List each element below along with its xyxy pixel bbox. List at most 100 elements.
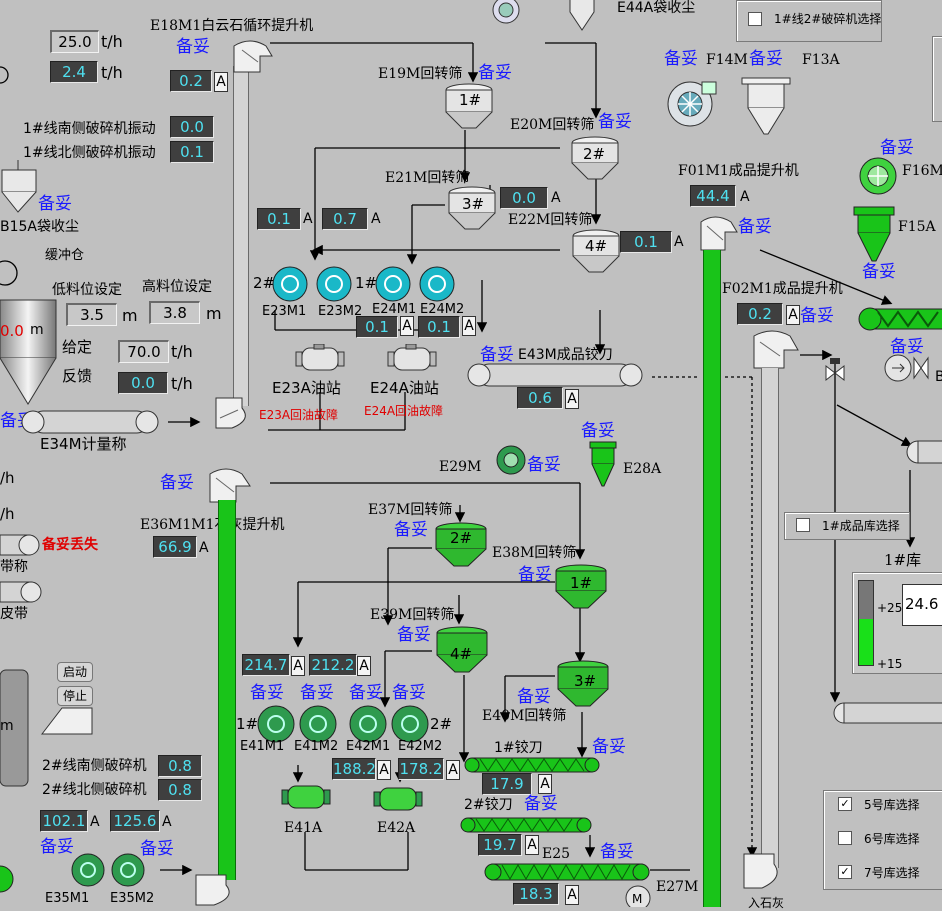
centrifugal-fan-icon[interactable]	[856, 156, 900, 198]
f14m-ready-1: 备妥	[664, 49, 698, 69]
e43m-current-unit: A	[565, 389, 579, 409]
given-input[interactable]: 70.0	[118, 340, 169, 363]
e36-elevator-shaft	[218, 500, 236, 880]
f02m1-ready: 备妥	[800, 306, 834, 326]
oil-station-tank-icon[interactable]	[280, 782, 332, 812]
crusher2-south-label: 2#线南侧破碎机	[42, 758, 147, 774]
valve-icon[interactable]	[824, 358, 846, 384]
screen-b4-label: 4#	[450, 645, 473, 663]
elevator-foot-icon[interactable]	[192, 873, 240, 907]
lib5-checkbox[interactable]: ✓	[838, 797, 852, 811]
oil-station-tank-icon[interactable]	[386, 344, 438, 376]
lib5-checkbox-label: 5号库选择	[864, 798, 920, 812]
centrifugal-fan-icon[interactable]	[490, 0, 526, 26]
bag-dust-collector-icon[interactable]	[0, 160, 42, 218]
e19m-ready: 备妥	[478, 63, 512, 83]
buffer-level-value: 0.0	[0, 322, 24, 340]
rotary-screen-hopper-icon[interactable]	[447, 185, 497, 231]
rotary-screen-hopper-icon[interactable]	[570, 135, 620, 183]
feeder-hopper-icon[interactable]	[40, 706, 94, 736]
auger2-ready: 备妥	[524, 794, 558, 814]
f01m1-label: F01M1成品提升机	[678, 163, 799, 179]
bag-dust-collector-icon[interactable]	[740, 76, 794, 140]
stop-button[interactable]: 停止	[57, 686, 93, 706]
oil-station-tank-icon[interactable]	[372, 784, 424, 814]
start-button[interactable]: 启动	[57, 662, 93, 682]
belt-conveyor-icon[interactable]	[466, 362, 644, 390]
crusher-roll-icon[interactable]	[272, 265, 372, 303]
e42-no2-label: 2#	[430, 715, 453, 733]
bag-dust-collector-icon[interactable]	[852, 205, 898, 265]
e29m-label: E29M	[439, 459, 482, 475]
e24m1-current-unit: A	[400, 316, 414, 336]
elevator-head-icon[interactable]	[230, 38, 275, 74]
lib7-checkbox[interactable]: ✓	[838, 865, 852, 879]
rotary-screen-hopper-icon[interactable]	[444, 82, 494, 132]
belt-conveyor-icon[interactable]	[904, 440, 942, 466]
crusher-roll-icon[interactable]	[70, 852, 150, 888]
rotary-screen-hopper-icon[interactable]	[571, 228, 621, 276]
lib1-title: 1#库	[884, 551, 922, 569]
f15a-ready: 备妥	[862, 262, 896, 282]
lib6-checkbox-label: 6号库选择	[864, 832, 920, 846]
belt-conveyor-icon[interactable]	[0, 533, 42, 559]
centrifugal-fan-icon[interactable]	[494, 444, 530, 476]
e22m-current-unit: A	[674, 234, 684, 250]
f16m-label: F16M	[902, 163, 942, 179]
centrifugal-fan-icon[interactable]	[666, 78, 718, 130]
motor-icon[interactable]: M	[624, 884, 654, 907]
line2-crusher-checkbox[interactable]	[748, 12, 762, 26]
elevator-foot-icon[interactable]	[212, 396, 257, 430]
auger2-current: 19.7	[478, 834, 522, 856]
high-level-input[interactable]: 3.8	[149, 301, 200, 324]
elevator-foot-icon[interactable]	[740, 852, 788, 892]
screw-conveyor-icon[interactable]	[464, 756, 600, 774]
e22m-label: E22M回转筛	[508, 212, 593, 228]
belt-conveyor-icon[interactable]	[20, 409, 160, 437]
crusher-roll-icon[interactable]	[348, 704, 432, 744]
valve-icon[interactable]	[884, 352, 942, 386]
current-box-1-unit: A	[303, 211, 313, 227]
lib1-level-box	[902, 584, 942, 626]
belt-conveyor-icon[interactable]	[0, 580, 44, 606]
e35m1-current: 102.1	[40, 810, 88, 832]
elevator-head-icon[interactable]	[750, 326, 802, 370]
top-value-2-unit: t/h	[101, 63, 123, 82]
e20m-ready: 备妥	[598, 112, 632, 132]
crusher-roll-icon[interactable]	[256, 704, 340, 744]
rotary-screen-hopper-icon[interactable]	[556, 660, 610, 710]
e35m1-label: E35M1	[45, 891, 90, 906]
e34m-label: E34M计量称	[40, 435, 127, 453]
belt-conveyor-icon[interactable]	[832, 700, 942, 726]
low-level-input[interactable]: 3.5	[66, 303, 117, 326]
bag-dust-collector-icon[interactable]	[568, 0, 600, 34]
e23a-label: E23A油站	[272, 379, 341, 397]
e42a-label: E42A	[377, 820, 416, 836]
elevator-head-icon[interactable]	[206, 464, 254, 504]
auger1-current-unit: A	[538, 774, 552, 794]
rotary-screen-hopper-icon[interactable]	[434, 522, 488, 570]
crusher-roll-icon[interactable]	[375, 265, 475, 303]
elevator-head-icon[interactable]	[697, 212, 739, 252]
top-setpoint-1[interactable]: 25.0	[50, 30, 99, 53]
e40m-label: E40M回转筛	[482, 708, 567, 724]
e25-ready: 备妥	[600, 842, 634, 862]
e18m1-label: E18M1白云石循环提升机	[150, 18, 314, 34]
lib6-checkbox[interactable]	[838, 831, 852, 845]
screw-conveyor-icon[interactable]	[484, 862, 650, 882]
e40m-ready: 备妥	[517, 687, 551, 707]
lib1-checkbox[interactable]	[796, 518, 810, 532]
screw-conveyor-icon[interactable]	[858, 306, 942, 332]
f14m-label: F14M	[706, 52, 748, 68]
screw-conveyor-icon[interactable]	[460, 816, 592, 834]
rotary-screen-hopper-icon[interactable]	[435, 626, 489, 676]
e42-current-b: 178.2	[398, 758, 444, 780]
lib1-level-value: 24.6	[905, 595, 939, 613]
e41-current-a: 214.7	[242, 654, 290, 676]
bag-dust-collector-icon[interactable]	[588, 440, 620, 490]
oil-station-tank-icon[interactable]	[294, 344, 346, 376]
rotary-screen-hopper-icon[interactable]	[554, 564, 608, 612]
b15a-ready: 备妥	[38, 194, 72, 214]
e23m2-label: E23M2	[318, 304, 363, 319]
e24a-label: E24A油站	[370, 379, 439, 397]
